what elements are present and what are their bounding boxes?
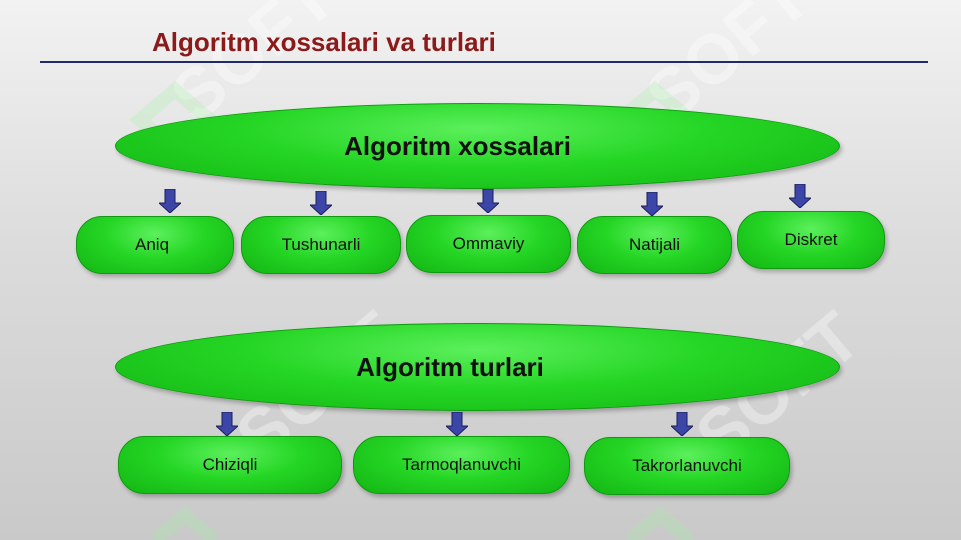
property-node: Tushunarli [241, 216, 401, 274]
types-heading-shape: Algoritm turlari [115, 323, 840, 411]
down-arrow-icon [159, 189, 181, 213]
title-divider [40, 61, 928, 63]
type-label: Chiziqli [202, 455, 258, 474]
property-label: Diskret [784, 230, 838, 249]
down-arrow-icon [446, 412, 468, 436]
properties-heading: Algoritm xossalari [344, 130, 571, 161]
property-label: Aniq [135, 235, 170, 254]
property-label: Natijali [628, 235, 681, 254]
types-heading: Algoritm turlari [356, 351, 544, 382]
type-label: Takrorlanuvchi [632, 456, 742, 475]
down-arrow-icon [641, 192, 663, 216]
down-arrow-icon [477, 189, 499, 213]
down-arrow-icon [310, 191, 332, 215]
type-label: Tarmoqlanuvchi [401, 455, 522, 474]
property-node: Ommaviy [406, 215, 571, 273]
watermark-logo-icon [625, 505, 695, 540]
property-node: Natijali [577, 216, 732, 274]
properties-heading-shape: Algoritm xossalari [115, 103, 840, 189]
down-arrow-icon [216, 412, 238, 436]
property-node: Aniq [76, 216, 234, 274]
watermark-logo-icon [150, 505, 220, 540]
down-arrow-icon [671, 412, 693, 436]
property-node: Diskret [737, 211, 885, 269]
property-label: Ommaviy [452, 234, 525, 253]
down-arrow-icon [789, 184, 811, 208]
type-node: Tarmoqlanuvchi [353, 436, 570, 494]
property-label: Tushunarli [281, 235, 361, 254]
type-node: Chiziqli [118, 436, 342, 494]
type-node: Takrorlanuvchi [584, 437, 790, 495]
slide-title: Algoritm xossalari va turlari [152, 27, 496, 57]
